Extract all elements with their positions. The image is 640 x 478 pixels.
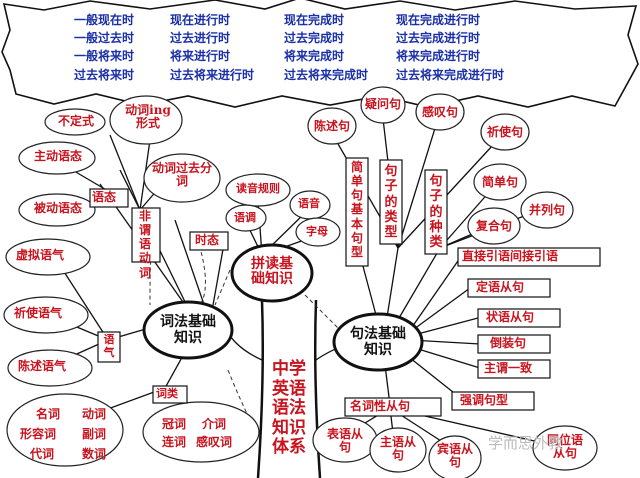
nonfinite-item: 动词ing形式	[125, 103, 171, 131]
noun-clause-item: 同位语从句	[546, 433, 583, 461]
tense-cell: 过去将来完成时	[284, 68, 369, 82]
syntax-hub	[332, 312, 424, 372]
type-item: 感叹句	[422, 105, 459, 119]
noun-clause-item: 主语从句	[379, 435, 416, 463]
noun-clause-item: 宾语从句	[437, 442, 474, 470]
tense-cell: 将来进行时	[170, 49, 231, 63]
tense-cell: 一般过去时	[74, 31, 135, 45]
morphology-title: 词法基础知识	[160, 314, 216, 347]
kind-item: 复合句	[476, 219, 513, 233]
word-class-item: 代词	[30, 447, 55, 461]
voice-item: 主动语态	[34, 149, 83, 163]
mood-item: 陈述语气	[18, 359, 67, 373]
syntax-title: 句法基础知识	[350, 326, 406, 359]
trunk	[256, 299, 322, 478]
type-item: 疑问句	[365, 97, 402, 111]
tense-cell: 现在完成进行时	[396, 13, 481, 27]
morphology-hub	[142, 300, 234, 360]
pronunciation-item: 读音规则	[236, 182, 280, 195]
type-item: 祈使句	[487, 125, 524, 139]
word-class-item: 形容词	[20, 427, 57, 441]
tense-banner	[1, 0, 639, 108]
word-class-item: 连词	[162, 435, 187, 449]
tense-cell: 将来完成时	[284, 49, 345, 63]
syntax-row: 状语从句	[486, 310, 535, 324]
nonfinite-box: 非谓语动词	[138, 209, 151, 280]
pronunciation-item: 字母	[306, 225, 328, 238]
pronunciation-title: 拼读基础知识	[251, 256, 293, 288]
syntax-row: 直接引语间接引语	[462, 249, 559, 263]
voice-item: 被动语态	[34, 201, 83, 215]
noun-clause-item: 表语从句	[326, 427, 363, 455]
word-class-item: 感叹词	[196, 435, 233, 449]
syntax-row: 定语从句	[476, 280, 525, 294]
tense-cell: 现在进行时	[170, 13, 231, 27]
syntax-row: 倒装句	[490, 336, 527, 350]
voice-box: 语态	[92, 190, 117, 204]
mood-item: 虚拟语气	[16, 248, 65, 262]
kind-item: 并列句	[529, 203, 566, 217]
tense-cell: 过去将来完成进行时	[396, 68, 505, 82]
kind-item: 简单句	[482, 175, 519, 189]
syntax-row: 强调句型	[460, 393, 509, 407]
word-class-box: 词类	[156, 387, 178, 400]
tense-cell: 过去完成进行时	[396, 31, 481, 45]
tense-cell: 一般现在时	[74, 13, 135, 27]
tense-cell: 过去进行时	[170, 31, 231, 45]
watermark: 学而思外教	[488, 434, 564, 452]
mood-box: 语气	[103, 333, 115, 359]
nonfinite-item: 动词过去分词	[152, 161, 213, 189]
center-title: 中学英语语法知识体系	[272, 359, 306, 458]
noun-clause-box: 名词性从句	[350, 399, 411, 413]
tense-cell: 过去将来时	[74, 68, 135, 82]
type-item: 陈述句	[314, 119, 351, 133]
nonfinite-item: 不定式	[58, 114, 95, 128]
word-class-item: 动词	[82, 407, 107, 421]
sentence-kinds-box: 句子的种类	[429, 174, 443, 251]
word-class-item: 名词	[36, 407, 61, 421]
syntax-row: 主谓一致	[484, 361, 533, 375]
mood-item: 祈使语气	[14, 306, 63, 320]
tense-cell: 过去将来进行时	[170, 68, 255, 82]
pronunciation-item: 语音	[298, 197, 320, 210]
pronunciation-hub	[230, 243, 314, 303]
tense-box: 时态	[195, 233, 220, 247]
word-class-item: 数词	[82, 447, 107, 461]
tense-cell: 现在完成时	[284, 13, 345, 27]
pronunciation-item: 语调	[234, 211, 256, 224]
word-class-item: 副词	[82, 427, 107, 441]
simple-sentence-box: 简单句基本句型	[350, 160, 363, 259]
tense-cell: 过去完成时	[284, 31, 345, 45]
tense-cell: 一般将来时	[74, 49, 135, 63]
word-class-item: 冠词	[162, 417, 187, 431]
word-class-item: 介词	[202, 417, 227, 431]
sentence-types-box: 句子的类型	[384, 164, 398, 241]
tense-cell: 将来完成进行时	[396, 49, 481, 63]
